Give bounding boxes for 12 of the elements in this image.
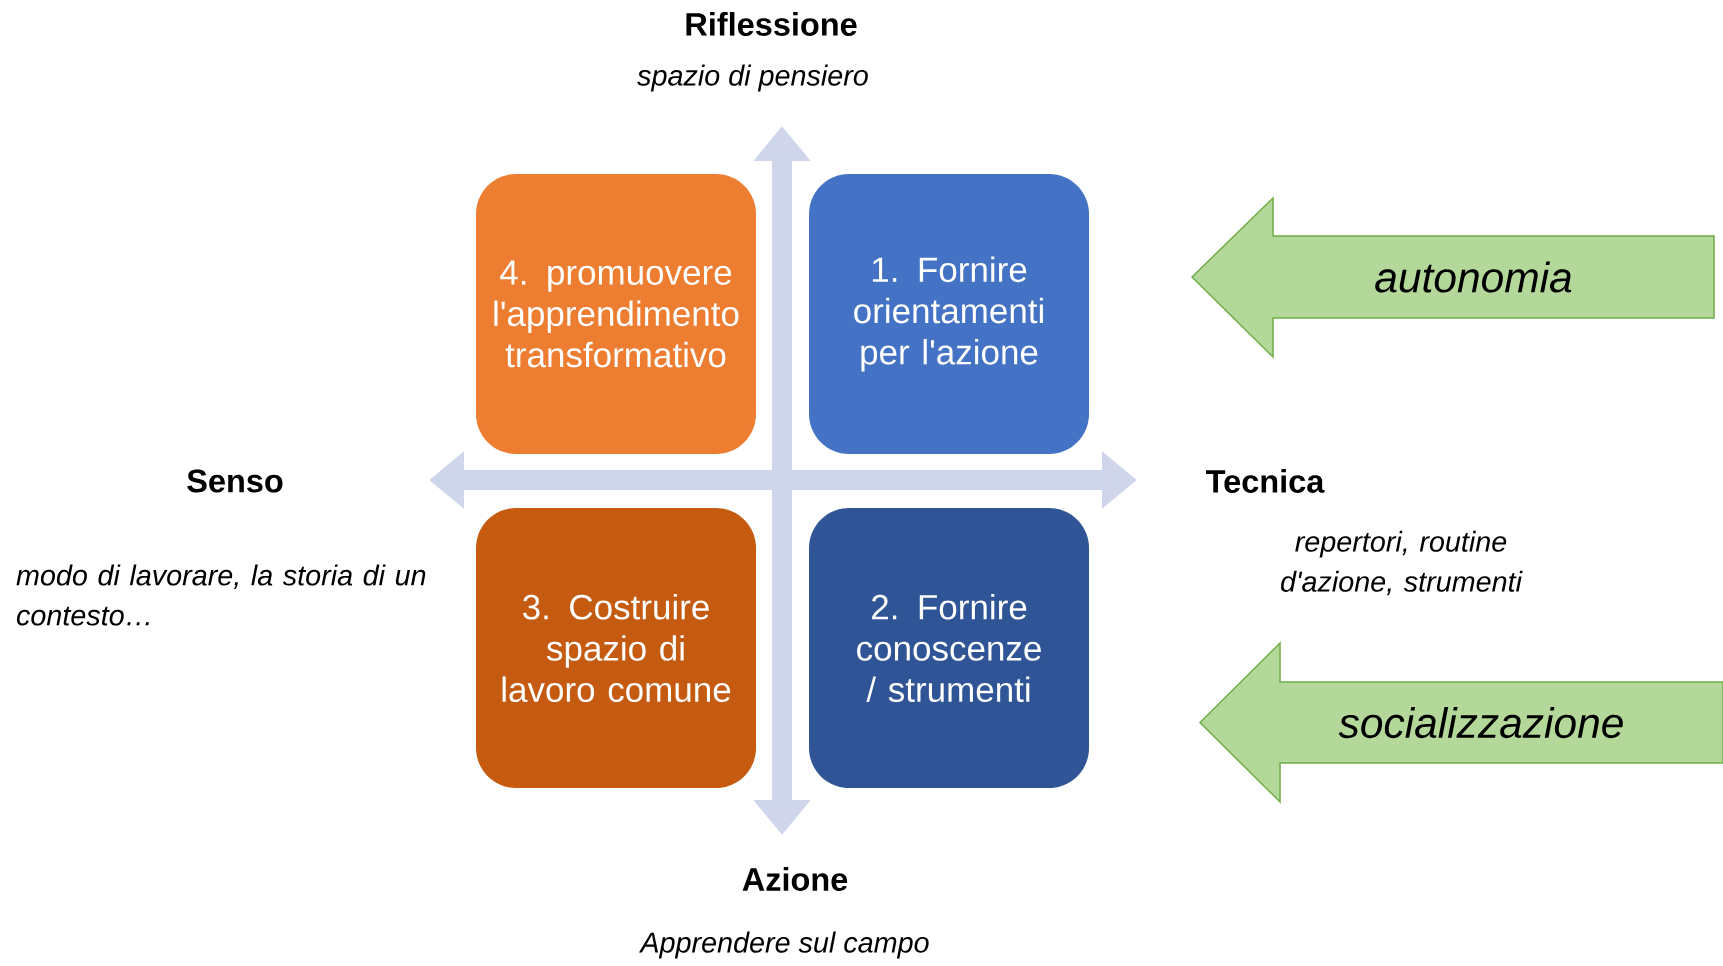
axis-description: modo di lavorare, la storia di un contesto… <box>16 564 426 626</box>
quadrant-box: 1. Fornire orientamenti per l'azione <box>809 174 1089 454</box>
quadrant-box: 4. promuovere l'apprendimento transformativo <box>476 174 756 454</box>
axis-label: Riflessione <box>686 12 857 36</box>
axis-label: Senso <box>187 469 283 493</box>
quadrant-box: 2. Fornire conoscenze / strumenti <box>809 508 1089 788</box>
quadrant-box: 3. Costruire spazio di lavoro comune <box>476 508 756 788</box>
axis-description: repertori, routine d'azione, strumenti <box>1281 530 1523 596</box>
axis-label: Tecnica <box>1206 469 1325 493</box>
axis-description: spazio di pensiero <box>637 64 868 92</box>
axis-label: Azione <box>742 867 848 891</box>
axis-description: Apprendere sul campo <box>638 931 929 959</box>
